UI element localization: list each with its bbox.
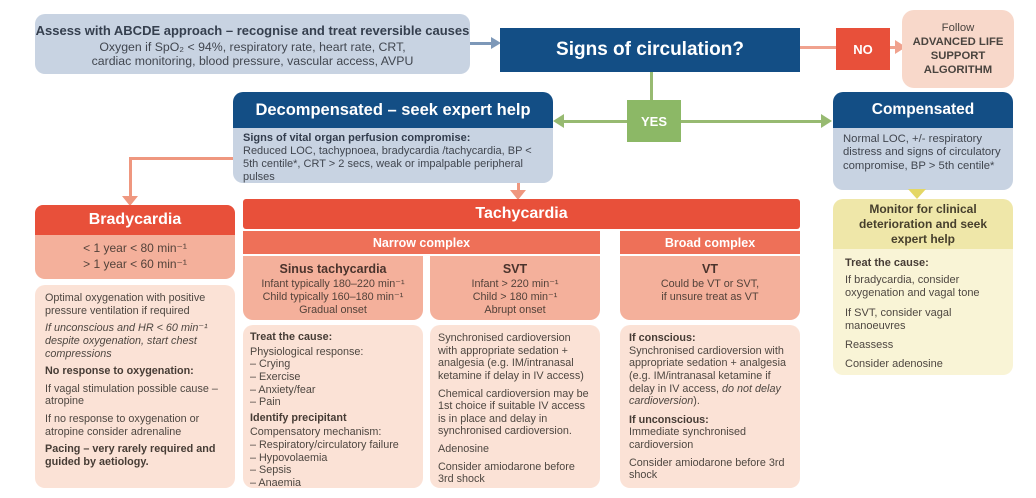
bradycardia-p4: If vagal stimulation possible cause – at… — [45, 382, 218, 408]
svt-body: Synchronised cardioversion with appropri… — [430, 325, 600, 488]
vt-conscious-text-italic: do not delay cardioversion — [629, 382, 781, 408]
monitor-body: Treat the cause: If bradycardia, conside… — [833, 249, 1013, 375]
sinus-treat-label: Treat the cause: — [250, 331, 333, 343]
sinus-physio-label: Physiological response: — [250, 345, 364, 358]
decompensated-signs-label: Signs of vital organ perfusion compromis… — [243, 132, 471, 144]
bradycardia-p1: Optimal oxygenation with positive pressu… — [45, 292, 206, 317]
als-follow-label: Follow — [941, 21, 975, 34]
yes-to-compensated-line — [681, 120, 822, 123]
svt-p2: Chemical cardioversion may be 1st choice… — [438, 387, 589, 438]
bradycardia-header: Bradycardia — [35, 205, 235, 235]
yes-to-decompensated-arrowhead-icon — [553, 114, 564, 128]
sinus-comp-items: – Respiratory/circulatory failure– Hypov… — [250, 439, 399, 489]
signs-of-circulation-label: Signs of circulation? — [556, 39, 744, 60]
assess-line2: cardiac monitoring, blood pressure, vasc… — [91, 54, 414, 68]
als-title: ADVANCED LIFE SUPPORT ALGORITHM — [912, 35, 1004, 77]
tachycardia-header: Tachycardia — [243, 199, 800, 229]
yes-to-compensated-arrowhead-icon — [821, 114, 832, 128]
yes-label: YES — [640, 113, 667, 129]
vt-title: VT — [702, 262, 718, 276]
decompensated-header: Decompensated – seek expert help — [233, 92, 553, 128]
bradycardia-p2: If unconscious and HR < 60 min⁻¹ despite… — [45, 322, 208, 360]
signs-of-circulation-box: Signs of circulation? — [500, 28, 800, 72]
vt-body: If conscious: Synchronised cardioversion… — [620, 325, 800, 488]
compensated-header: Compensated — [833, 92, 1013, 128]
decompensated-signs-text: Reduced LOC, tachypnoea, bradycardia /ta… — [243, 144, 532, 183]
no-to-als-line — [890, 46, 897, 49]
assess-abcde-box: Assess with ABCDE approach – recognise a… — [35, 14, 470, 74]
compensated-text: Normal LOC, +/- respiratory distress and… — [843, 133, 1001, 172]
compensated-to-monitor-arrowhead-icon — [908, 189, 926, 199]
sinus-comp-label: Compensatory mechanism: — [250, 426, 382, 439]
decompensated-to-tachycardia-arrowhead-icon — [510, 190, 526, 200]
vt-conscious-text-end: ). — [693, 395, 700, 408]
bradycardia-p3: No response to oxygenation: — [45, 365, 194, 378]
svt-p4: Consider amiodarone before 3rd shock — [438, 460, 575, 486]
assess-to-circulation-arrowhead-icon — [491, 37, 501, 49]
bradycardia-criteria: < 1 year < 80 min⁻¹> 1 year < 60 min⁻¹ — [83, 241, 187, 271]
sinus-identify-label: Identify precipitant — [250, 411, 347, 424]
vt-info-box: VT Could be VT or SVT,if unsure treat as… — [620, 256, 800, 320]
sinus-tachycardia-title: Sinus tachycardia — [279, 262, 387, 276]
decompensated-to-tachycardia-vline — [517, 183, 520, 192]
monitor-header-label: Monitor for clinical deterioration and s… — [858, 201, 988, 246]
no-label: NO — [853, 41, 873, 57]
assess-title: Assess with ABCDE approach – recognise a… — [35, 23, 470, 38]
bradycardia-p5: If no response to oxygenation or atropin… — [45, 413, 200, 438]
monitor-header: Monitor for clinical deterioration and s… — [833, 199, 1013, 249]
vt-p-last: Consider amiodarone before 3rd shock — [629, 456, 785, 482]
no-to-als-arrowhead-icon — [895, 40, 906, 54]
monitor-treat-label: Treat the cause: — [845, 257, 929, 269]
sinus-tachycardia-body: Treat the cause: Physiological response:… — [243, 325, 423, 489]
bradycardia-body: Optimal oxygenation with positive pressu… — [35, 285, 235, 488]
svt-p1: Synchronised cardioversion with appropri… — [438, 332, 584, 382]
sinus-physio-items: – Crying– Exercise– Anxiety/fear– Pain — [250, 358, 316, 409]
no-box: NO — [836, 28, 890, 70]
tachycardia-header-label: Tachycardia — [475, 205, 568, 222]
vt-conscious-text: Synchronised cardioversion with appropri… — [629, 345, 791, 408]
decompensated-header-label: Decompensated – seek expert help — [255, 100, 531, 119]
decompensated-to-bradycardia-vline — [129, 157, 132, 197]
circulation-to-yes-line — [650, 72, 653, 100]
compensated-header-label: Compensated — [871, 101, 975, 118]
decompensated-to-bradycardia-arrowhead-icon — [122, 196, 138, 206]
monitor-items: If bradycardia, consider oxygenation and… — [845, 274, 980, 371]
narrow-complex-label: Narrow complex — [372, 235, 471, 250]
vt-conscious-text-main: Synchronised cardioversion with appropri… — [629, 344, 786, 395]
assess-line1: Oxygen if SpO₂ < 94%, respiratory rate, … — [99, 40, 406, 54]
vt-unconscious-text: Immediate synchronised cardioversion — [629, 426, 747, 451]
vt-unconscious-label: If unconscious: — [629, 413, 709, 426]
yes-box: YES — [627, 100, 681, 142]
yes-to-decompensated-line — [564, 120, 627, 123]
assess-to-circulation-arrow — [470, 42, 492, 45]
svt-p3: Adenosine — [438, 443, 490, 455]
decompensated-body: Signs of vital organ perfusion compromis… — [233, 128, 553, 183]
vt-conscious-label: If conscious: — [629, 332, 696, 344]
broad-complex-bar: Broad complex — [620, 231, 800, 254]
no-connector-line — [800, 46, 836, 49]
bradycardia-p6: Pacing – very rarely required and guided… — [45, 443, 216, 468]
narrow-complex-bar: Narrow complex — [243, 231, 600, 254]
compensated-body: Normal LOC, +/- respiratory distress and… — [833, 128, 1013, 190]
decompensated-to-bradycardia-hline — [129, 157, 233, 160]
broad-complex-label: Broad complex — [664, 235, 756, 250]
sinus-tachycardia-info-box: Sinus tachycardia Infant typically 180–2… — [243, 256, 423, 320]
bradycardia-criteria-box: < 1 year < 80 min⁻¹> 1 year < 60 min⁻¹ — [35, 235, 235, 279]
svt-title: SVT — [502, 262, 528, 276]
bradycardia-header-label: Bradycardia — [88, 211, 182, 228]
vt-lines: Could be VT or SVT,if unsure treat as VT — [660, 278, 760, 303]
als-algorithm-box: Follow ADVANCED LIFE SUPPORT ALGORITHM — [902, 10, 1014, 88]
